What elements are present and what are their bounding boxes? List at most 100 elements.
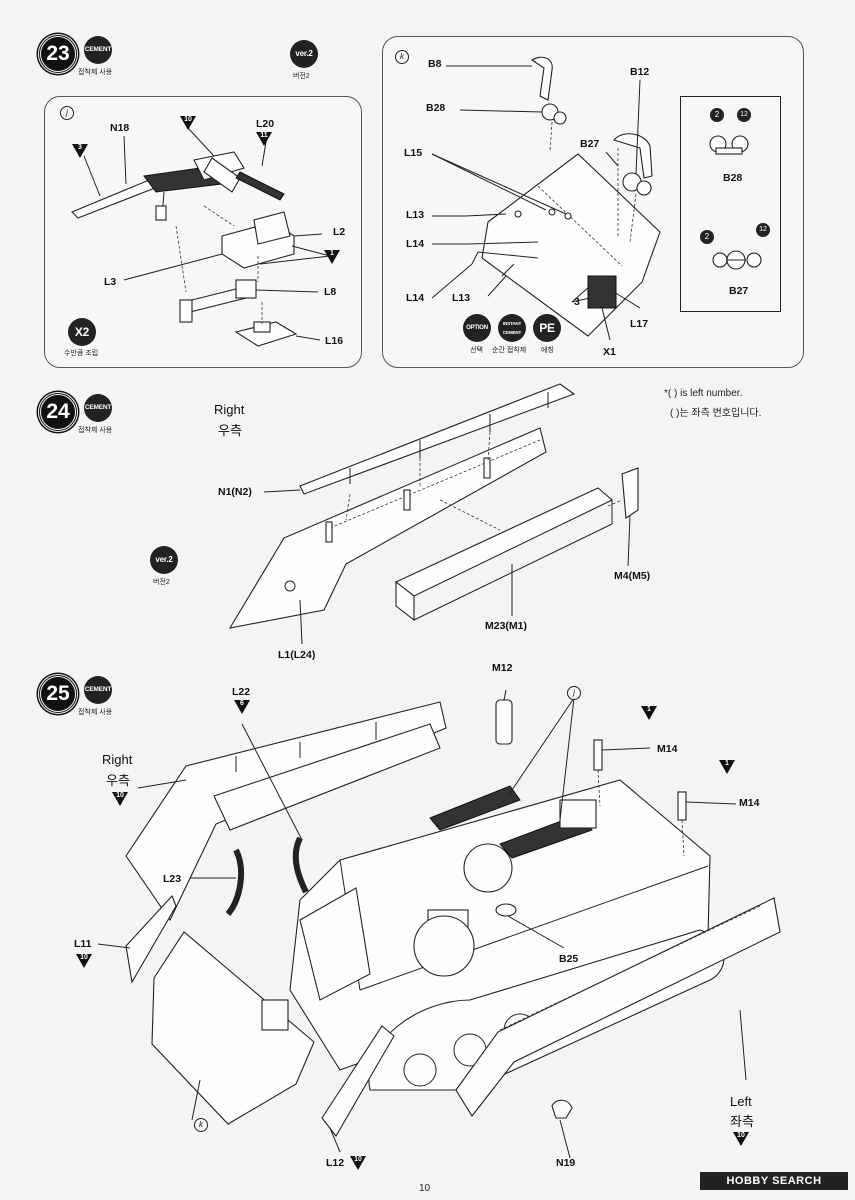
cement-badge: CEMENT bbox=[84, 394, 112, 422]
option-caption: 선택 bbox=[470, 347, 483, 354]
part-detail-inset bbox=[680, 96, 781, 312]
side-skirt-drawing bbox=[228, 383, 639, 645]
step-23-number: 23 bbox=[38, 34, 78, 74]
inset-callout-2-bottom: 2 bbox=[700, 230, 714, 244]
sprue-tag-10-l11 bbox=[76, 954, 92, 968]
sprue-tag-10-value: 10 bbox=[184, 116, 192, 123]
sprue-tag-10-l11-value: 10 bbox=[80, 954, 88, 961]
sprue-tag-3-value: 3 bbox=[78, 144, 82, 151]
inset-label-b28: B28 bbox=[723, 172, 743, 184]
instant-cement-badge: INSTANT CEMENT bbox=[498, 314, 526, 342]
label-l13-upper: L13 bbox=[406, 209, 425, 221]
sprue-tag-10-right-value: 10 bbox=[116, 792, 124, 799]
label-l22: L22 bbox=[232, 686, 251, 698]
right-label-en: Right bbox=[214, 402, 245, 417]
label-m23-m1: M23(M1) bbox=[485, 620, 528, 632]
label-l8: L8 bbox=[324, 286, 337, 298]
version-badge: ver.2 bbox=[290, 40, 318, 68]
inset-label-b27: B27 bbox=[729, 285, 749, 297]
watermark-logo: HOBBY SEARCH bbox=[700, 1172, 848, 1190]
cement-caption: 접착제 사용 bbox=[78, 709, 113, 716]
label-m12: M12 bbox=[492, 662, 513, 674]
right-label-ko: 우측 bbox=[106, 773, 130, 788]
pe-badge: PE bbox=[533, 314, 561, 342]
label-m4-m5: M4(M5) bbox=[614, 570, 651, 582]
label-n18: N18 bbox=[110, 122, 130, 134]
label-l15: L15 bbox=[404, 147, 423, 159]
right-label-en: Right bbox=[102, 752, 133, 767]
label-l3: L3 bbox=[104, 276, 117, 288]
sub-j-marker: j bbox=[60, 106, 74, 120]
option-badge: OPTION bbox=[463, 314, 491, 342]
instant-cement-caption: 순간 접착제 bbox=[492, 347, 527, 354]
sub-k-marker: k bbox=[194, 1118, 208, 1132]
sub-k-marker: k bbox=[395, 50, 409, 64]
label-l17: L17 bbox=[630, 318, 649, 330]
cement-badge: CEMENT bbox=[84, 676, 112, 704]
inset-callout-12-bottom: 12 bbox=[756, 223, 770, 237]
sprue-tag-10-l12 bbox=[350, 1156, 366, 1170]
version-badge: ver.2 bbox=[150, 546, 178, 574]
pe-caption: 에칭 bbox=[541, 347, 554, 354]
step-25-number: 25 bbox=[38, 674, 78, 714]
label-l14-upper: L14 bbox=[406, 238, 425, 250]
sprue-tag-1-upper-value: 1 bbox=[647, 706, 651, 713]
label-b12: B12 bbox=[630, 66, 650, 78]
sprue-tag-1-value: 1 bbox=[330, 250, 334, 257]
label-l23: L23 bbox=[163, 873, 182, 885]
sprue-tag-1-lower-value: 1 bbox=[725, 760, 729, 767]
label-b27: B27 bbox=[580, 138, 600, 150]
sprue-tag-11 bbox=[256, 132, 272, 146]
subassembly-j-panel bbox=[44, 96, 362, 368]
label-x1: X1 bbox=[603, 346, 616, 358]
left-label-ko: 좌측 bbox=[730, 1114, 754, 1129]
label-part-3: 3 bbox=[574, 296, 580, 308]
sprue-tag-10-left-value: 10 bbox=[737, 1132, 745, 1139]
rear-door-drawing bbox=[431, 56, 661, 341]
label-l11: L11 bbox=[74, 938, 92, 950]
label-n1-n2: N1(N2) bbox=[218, 486, 252, 498]
left-label-en: Left bbox=[730, 1094, 752, 1109]
inset-callout-2-top: 2 bbox=[710, 108, 724, 122]
inset-callout-12-top: 12 bbox=[737, 108, 751, 122]
sprue-tag-1-m14-upper bbox=[641, 706, 657, 720]
sprue-tag-10-l12-value: 10 bbox=[354, 1156, 362, 1163]
sprue-tag-6-value: 6 bbox=[240, 700, 244, 707]
sprue-tag-10-left bbox=[733, 1132, 749, 1146]
page-number: 10 bbox=[419, 1183, 431, 1194]
sprue-tag-11-value: 11 bbox=[260, 132, 268, 139]
label-n19: N19 bbox=[556, 1157, 576, 1169]
label-l13-lower: L13 bbox=[452, 292, 471, 304]
cement-caption: 접착제 사용 bbox=[78, 427, 113, 434]
machine-gun-drawing bbox=[71, 127, 331, 347]
label-m14-upper: M14 bbox=[657, 743, 678, 755]
step-24-number: 24 bbox=[38, 392, 78, 432]
cement-badge: CEMENT bbox=[84, 36, 112, 64]
label-l16: L16 bbox=[325, 335, 344, 347]
label-l2: L2 bbox=[333, 226, 346, 238]
x2-badge: X2 bbox=[68, 318, 96, 346]
label-b25: B25 bbox=[559, 953, 579, 965]
version-caption: 버전2 bbox=[293, 73, 310, 80]
hull-assembly-drawing bbox=[97, 689, 781, 1159]
sprue-tag-10-right bbox=[112, 792, 128, 806]
label-l1-l24: L1(L24) bbox=[278, 649, 316, 661]
label-l14-lower: L14 bbox=[406, 292, 425, 304]
sprue-tag-3 bbox=[72, 144, 88, 158]
label-m14-lower: M14 bbox=[739, 797, 760, 809]
sub-j-marker: j bbox=[567, 686, 581, 700]
sprue-tag-6 bbox=[234, 700, 250, 714]
sprue-tag-1-m14-lower bbox=[719, 760, 735, 774]
sprue-tag-1 bbox=[324, 250, 340, 264]
x2-caption: 수만큼 조립 bbox=[64, 350, 99, 357]
cement-caption: 접착제 사용 bbox=[78, 69, 113, 76]
label-b8: B8 bbox=[428, 58, 442, 70]
label-l12: L12 bbox=[326, 1157, 345, 1169]
label-l20: L20 bbox=[256, 118, 275, 130]
left-number-note-en: *( ) is left number. bbox=[664, 388, 743, 399]
sprue-tag-10 bbox=[180, 116, 196, 130]
left-number-note-ko: ( )는 좌측 번호입니다. bbox=[670, 408, 762, 419]
right-label-ko: 우측 bbox=[218, 423, 242, 438]
inset-parts-drawing bbox=[709, 135, 762, 270]
version-caption: 버전2 bbox=[153, 579, 170, 586]
